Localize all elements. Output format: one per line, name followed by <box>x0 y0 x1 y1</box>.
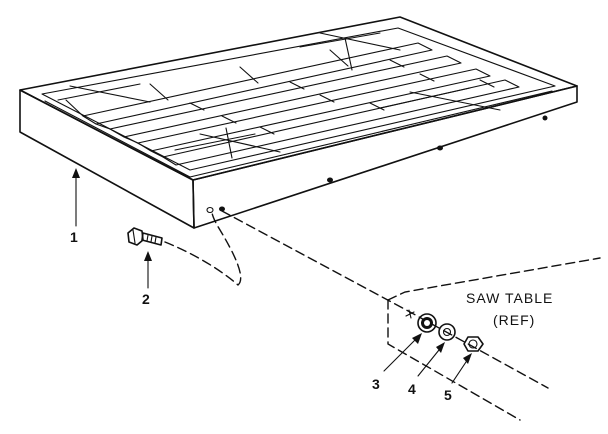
flat-washer-part <box>438 323 456 341</box>
callout-1-leader <box>72 168 80 227</box>
callout-2-leader <box>144 251 152 289</box>
table-frame <box>19 16 578 229</box>
saw-table-reference <box>387 257 601 421</box>
callout-2-label: 2 <box>142 291 150 307</box>
callout-4-leader <box>417 342 445 377</box>
callout-3-label: 3 <box>372 376 380 392</box>
bolt-part <box>127 227 163 246</box>
frame-inner-rim-shadow <box>44 90 553 178</box>
frame-left-face <box>19 89 195 229</box>
frame-diagonal-braces <box>57 32 501 159</box>
callout-4-label: 4 <box>408 381 416 397</box>
saw-table-hole-mark <box>405 309 415 319</box>
saw-table-label: SAW TABLE <box>466 290 553 306</box>
saw-table-ref-label: (REF) <box>493 312 535 328</box>
bolt-assembly-path <box>164 211 242 286</box>
frame-ribs <box>82 42 520 166</box>
lock-washer-part <box>417 313 437 333</box>
nut-part <box>463 336 484 352</box>
callout-5-leader <box>451 353 472 384</box>
frame-mounting-holes <box>206 115 548 214</box>
callout-3-leader <box>383 333 422 372</box>
callout-5-label: 5 <box>444 387 452 403</box>
callout-1-label: 1 <box>70 229 78 245</box>
frame-cross-webs <box>65 49 495 158</box>
